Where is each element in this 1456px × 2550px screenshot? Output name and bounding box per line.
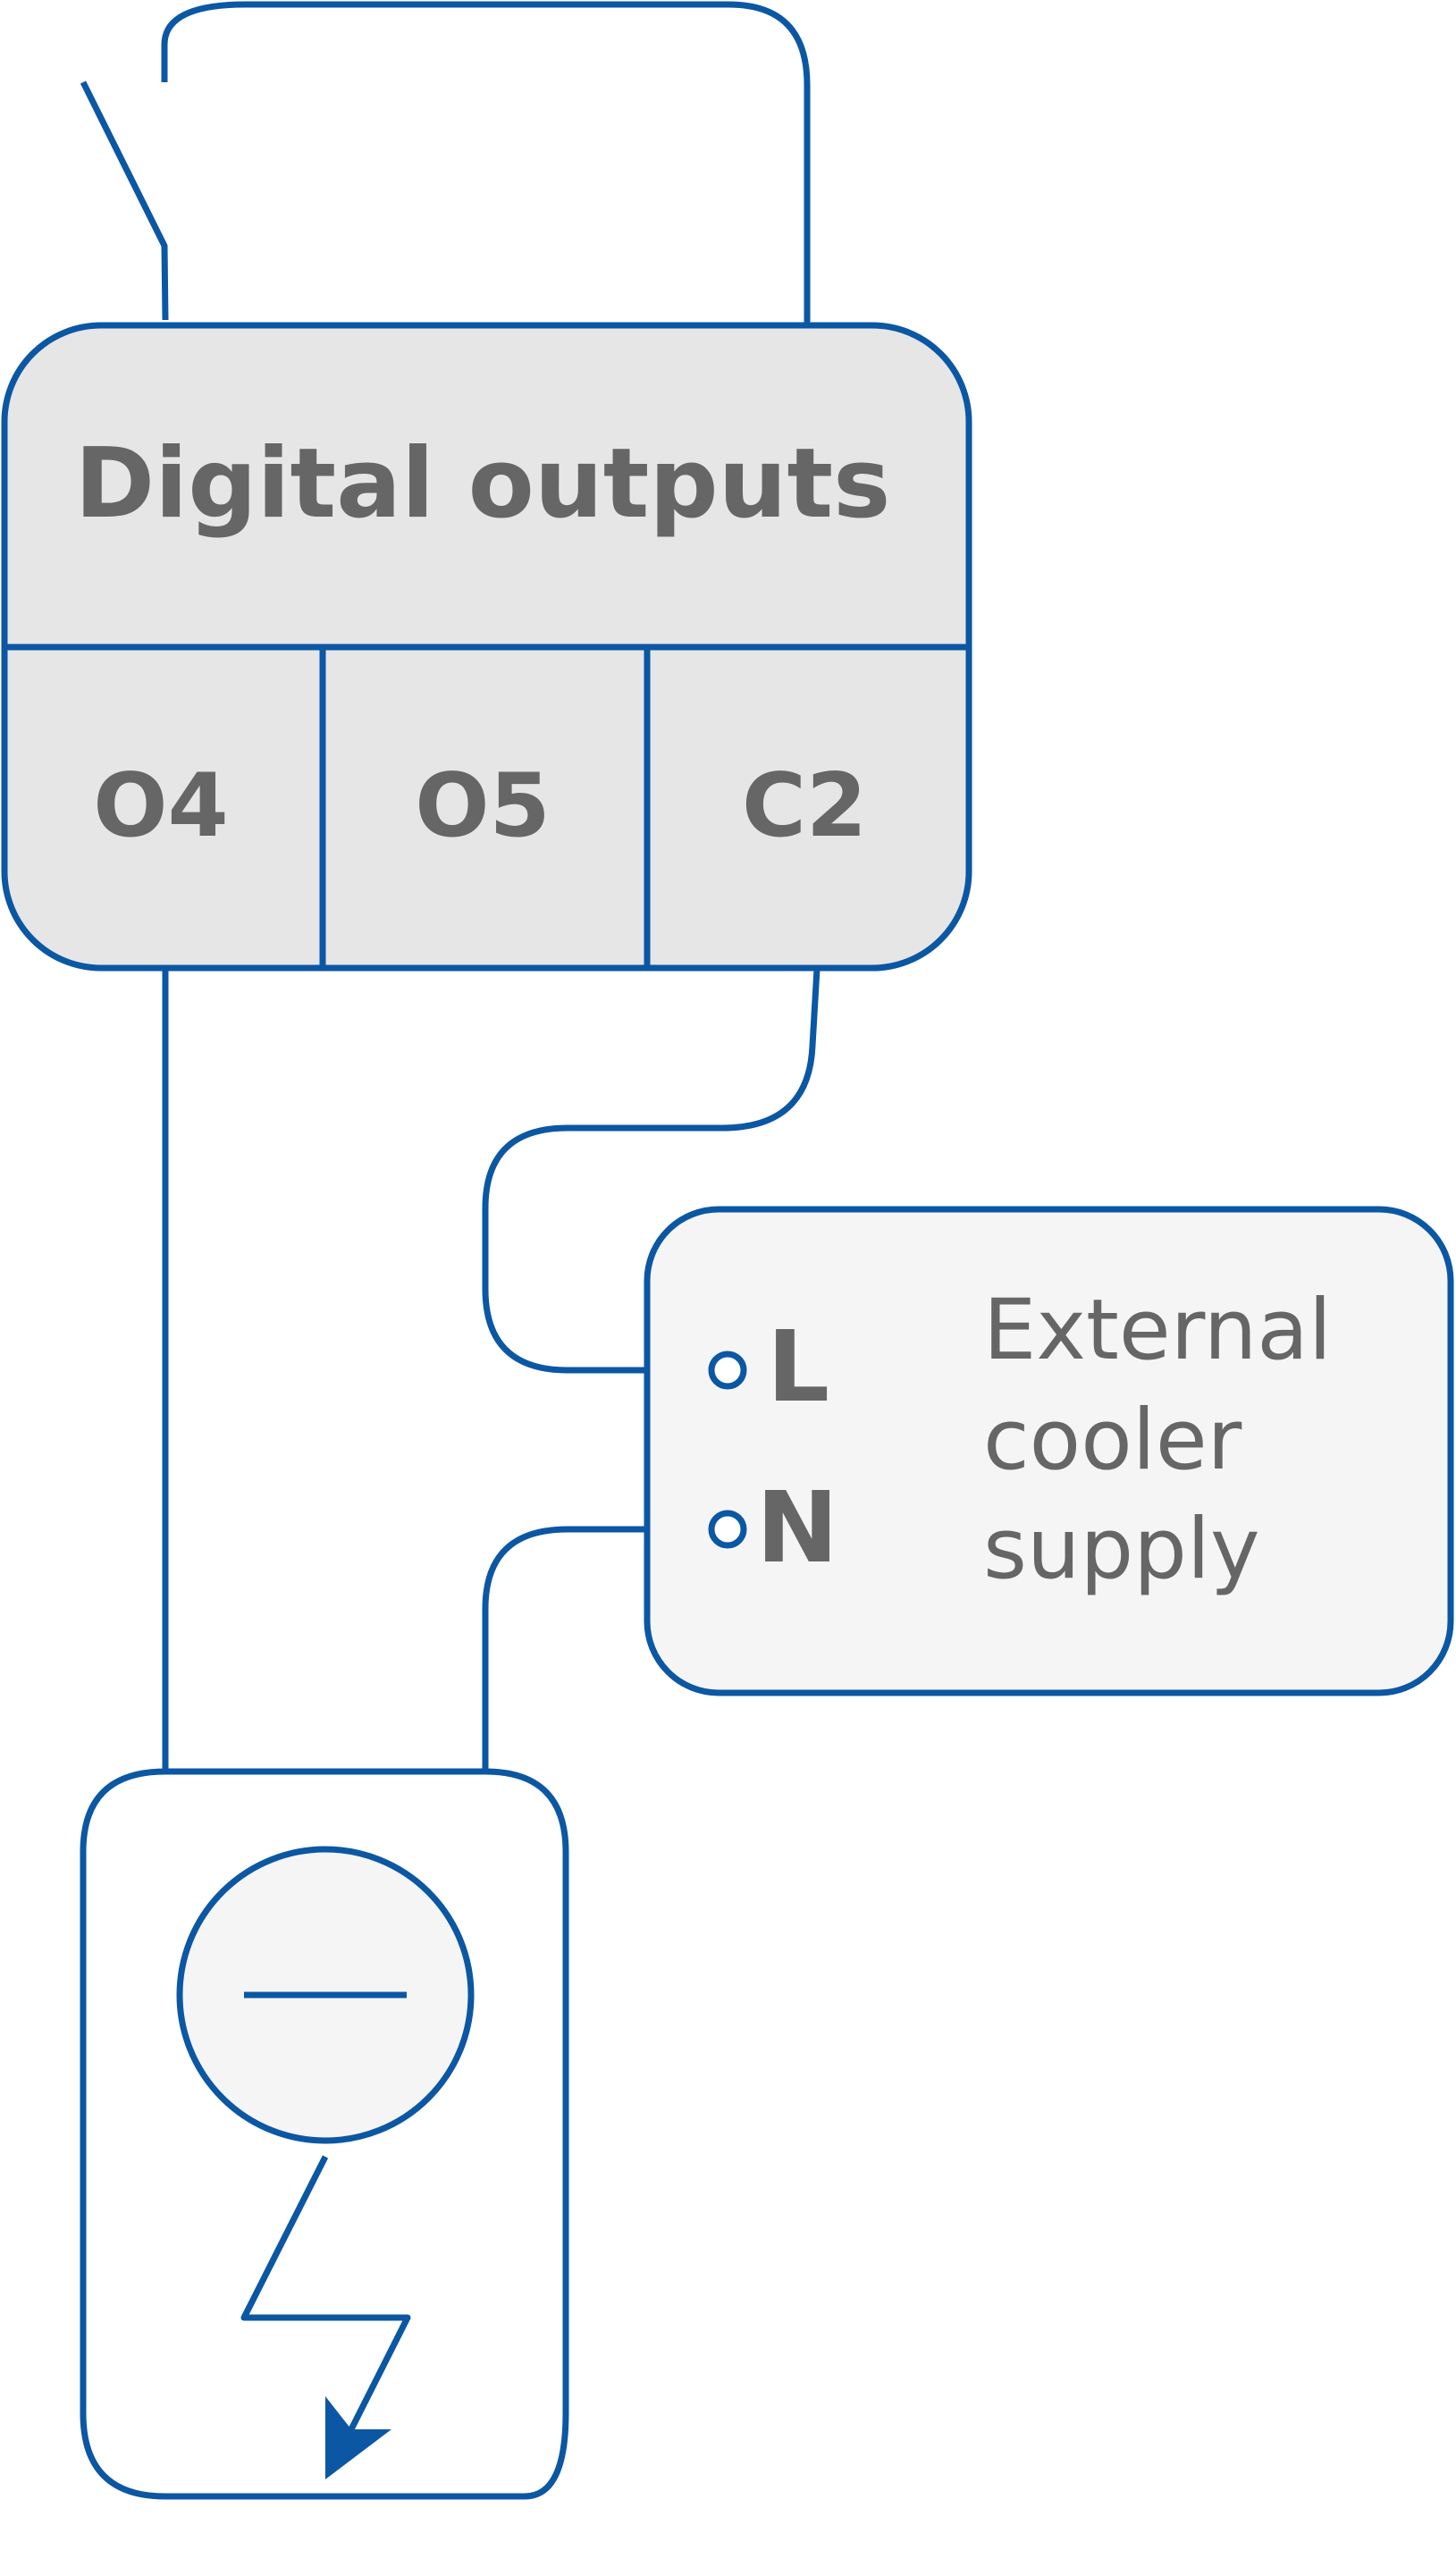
terminal-n-label: N [756, 1470, 838, 1585]
output-o4-label: O4 [93, 755, 229, 857]
output-c2-label: C2 [742, 755, 867, 857]
digital-outputs-title: Digital outputs [75, 428, 891, 540]
supply-label-line-1: External [983, 1282, 1332, 1379]
wire-c2-to-l [482, 968, 821, 1374]
switch-contact-icon [80, 1, 811, 324]
digital-outputs-block: Digital outputs O4 O5 C2 [1, 322, 972, 972]
terminal-n-icon [708, 1510, 747, 1549]
switch-top-wire [161, 1, 811, 324]
supply-label-line-3: supply [983, 1501, 1260, 1598]
lightning-arrowhead-icon [325, 2396, 391, 2479]
supply-label-line-2: cooler [983, 1392, 1242, 1489]
lightning-arrow-icon [240, 2155, 411, 2431]
output-o5-label: O5 [415, 755, 551, 857]
terminal-l-icon [708, 1351, 747, 1390]
wire-n-to-device [482, 1526, 710, 1772]
external-cooler-supply-block: L N External cooler supply [644, 1206, 1454, 1696]
terminal-l-label: L [767, 1309, 829, 1424]
supply-frame [644, 1206, 1454, 1696]
cooler-device [80, 1768, 569, 2500]
switch-blade [80, 80, 169, 321]
